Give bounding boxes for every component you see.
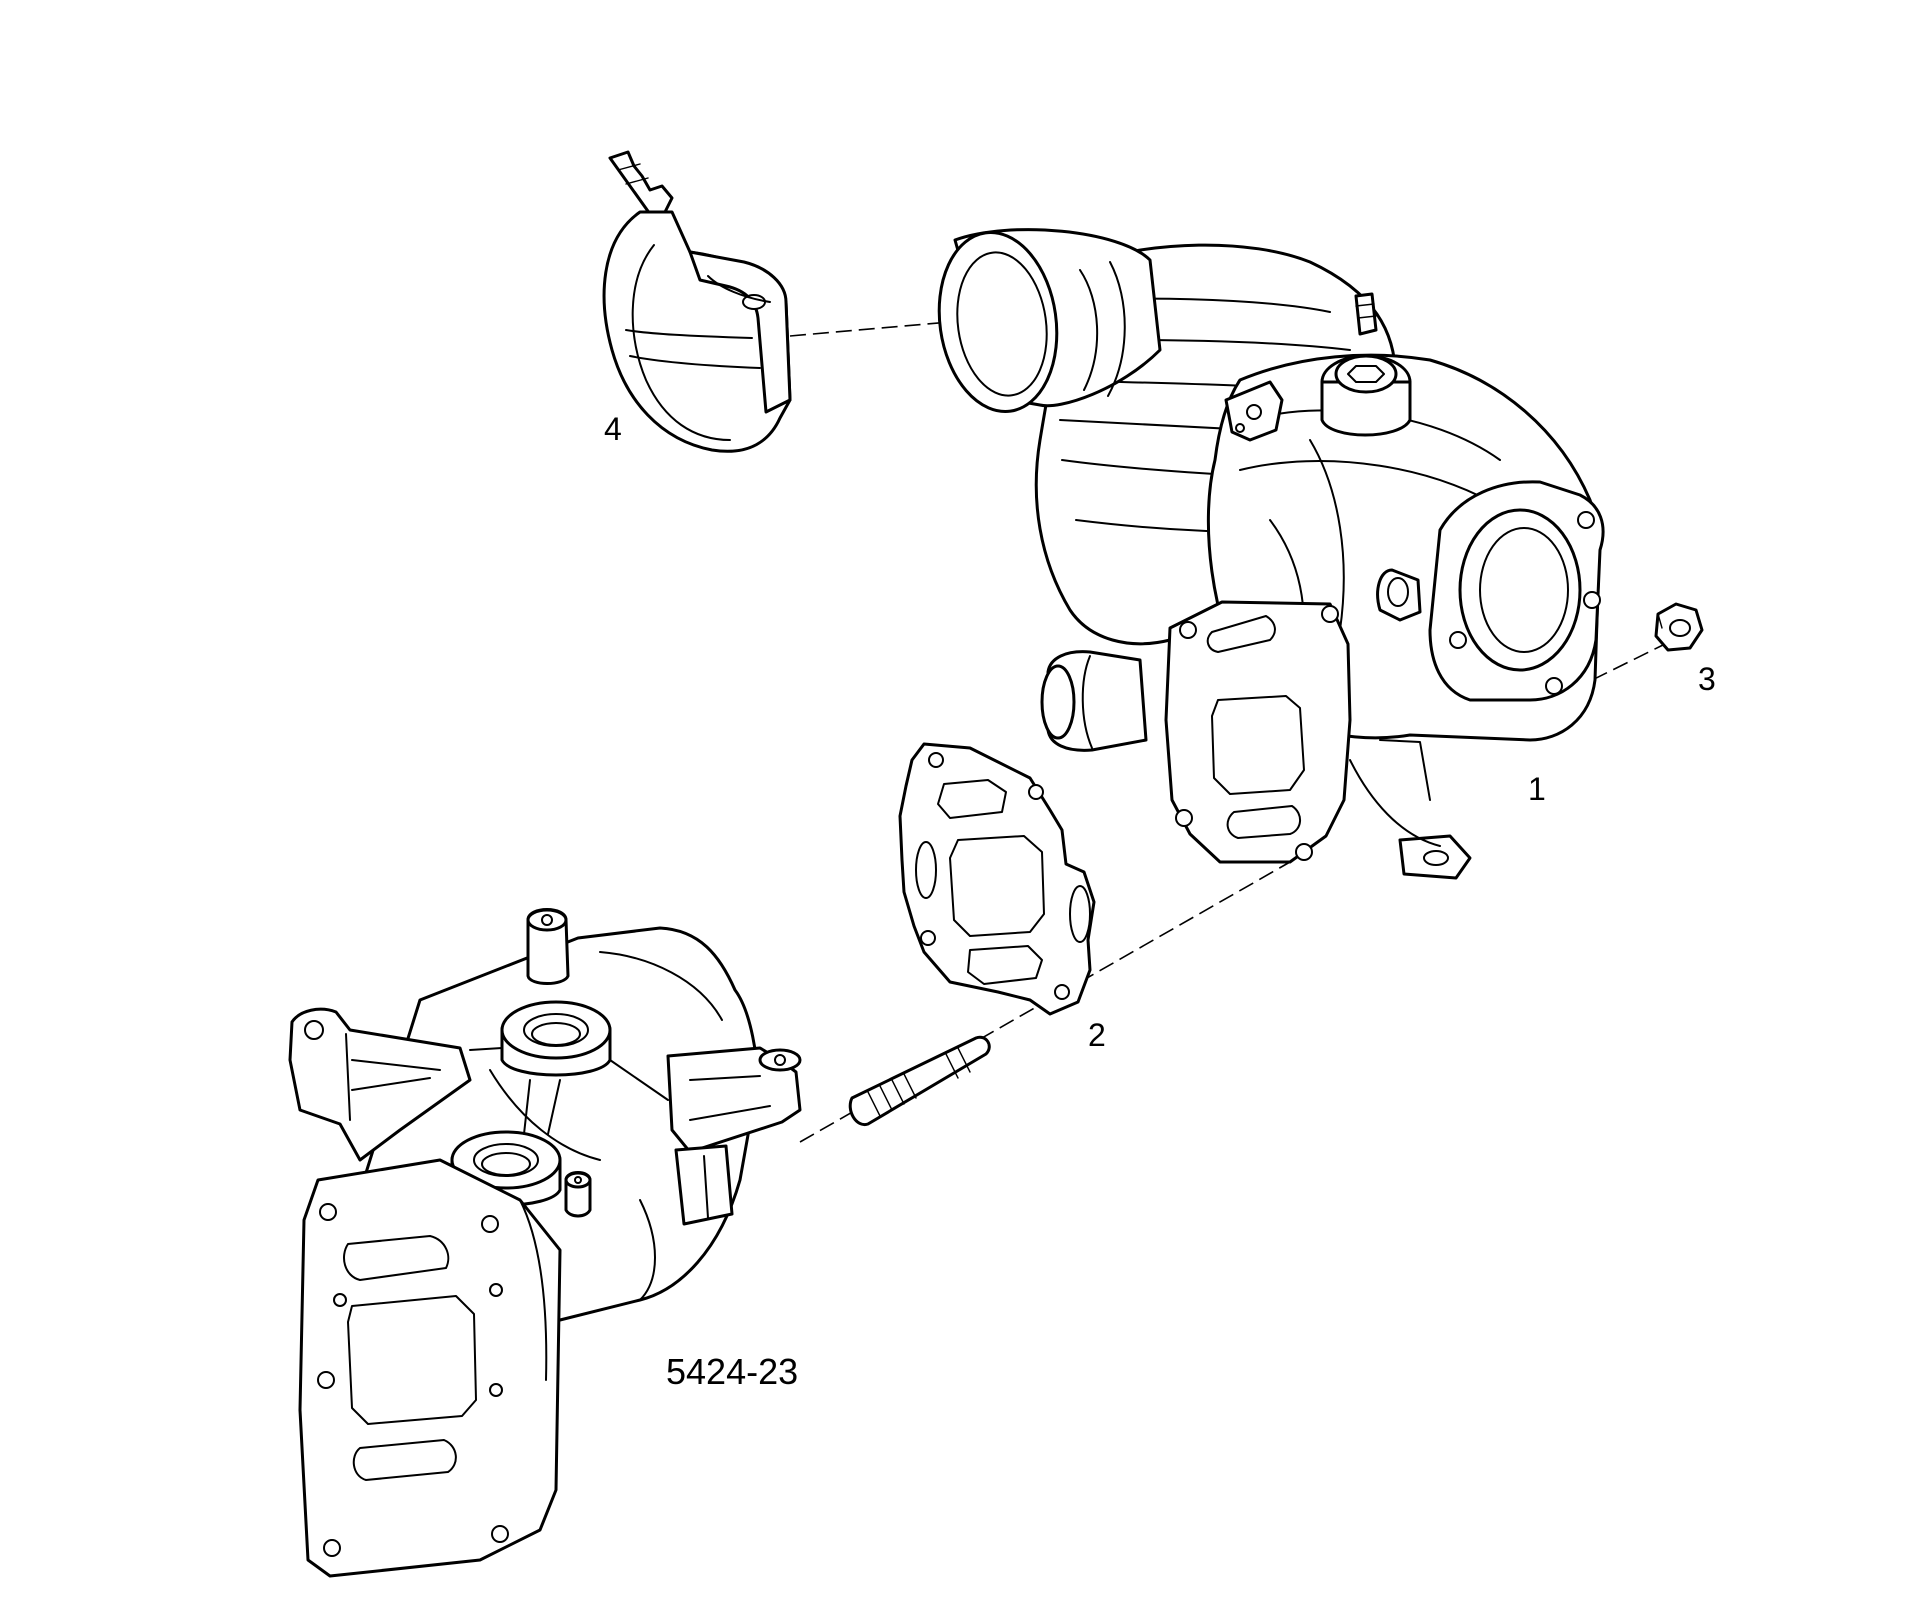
callout-gasket: 2	[1088, 1017, 1106, 1053]
stud	[848, 1035, 991, 1127]
callout-turbocharger: 1	[1528, 771, 1546, 807]
nut	[1654, 602, 1704, 652]
v-band-clamp	[602, 150, 792, 453]
leader-nut-to-stud	[1571, 643, 1666, 691]
gasket	[898, 742, 1096, 1016]
figure-number: 5424-23	[666, 1351, 798, 1392]
callout-v-band-clamp: 4	[604, 411, 622, 447]
callout-nut: 3	[1698, 661, 1716, 697]
turbocharger	[937, 228, 1605, 880]
exhaust-manifold	[288, 908, 802, 1578]
